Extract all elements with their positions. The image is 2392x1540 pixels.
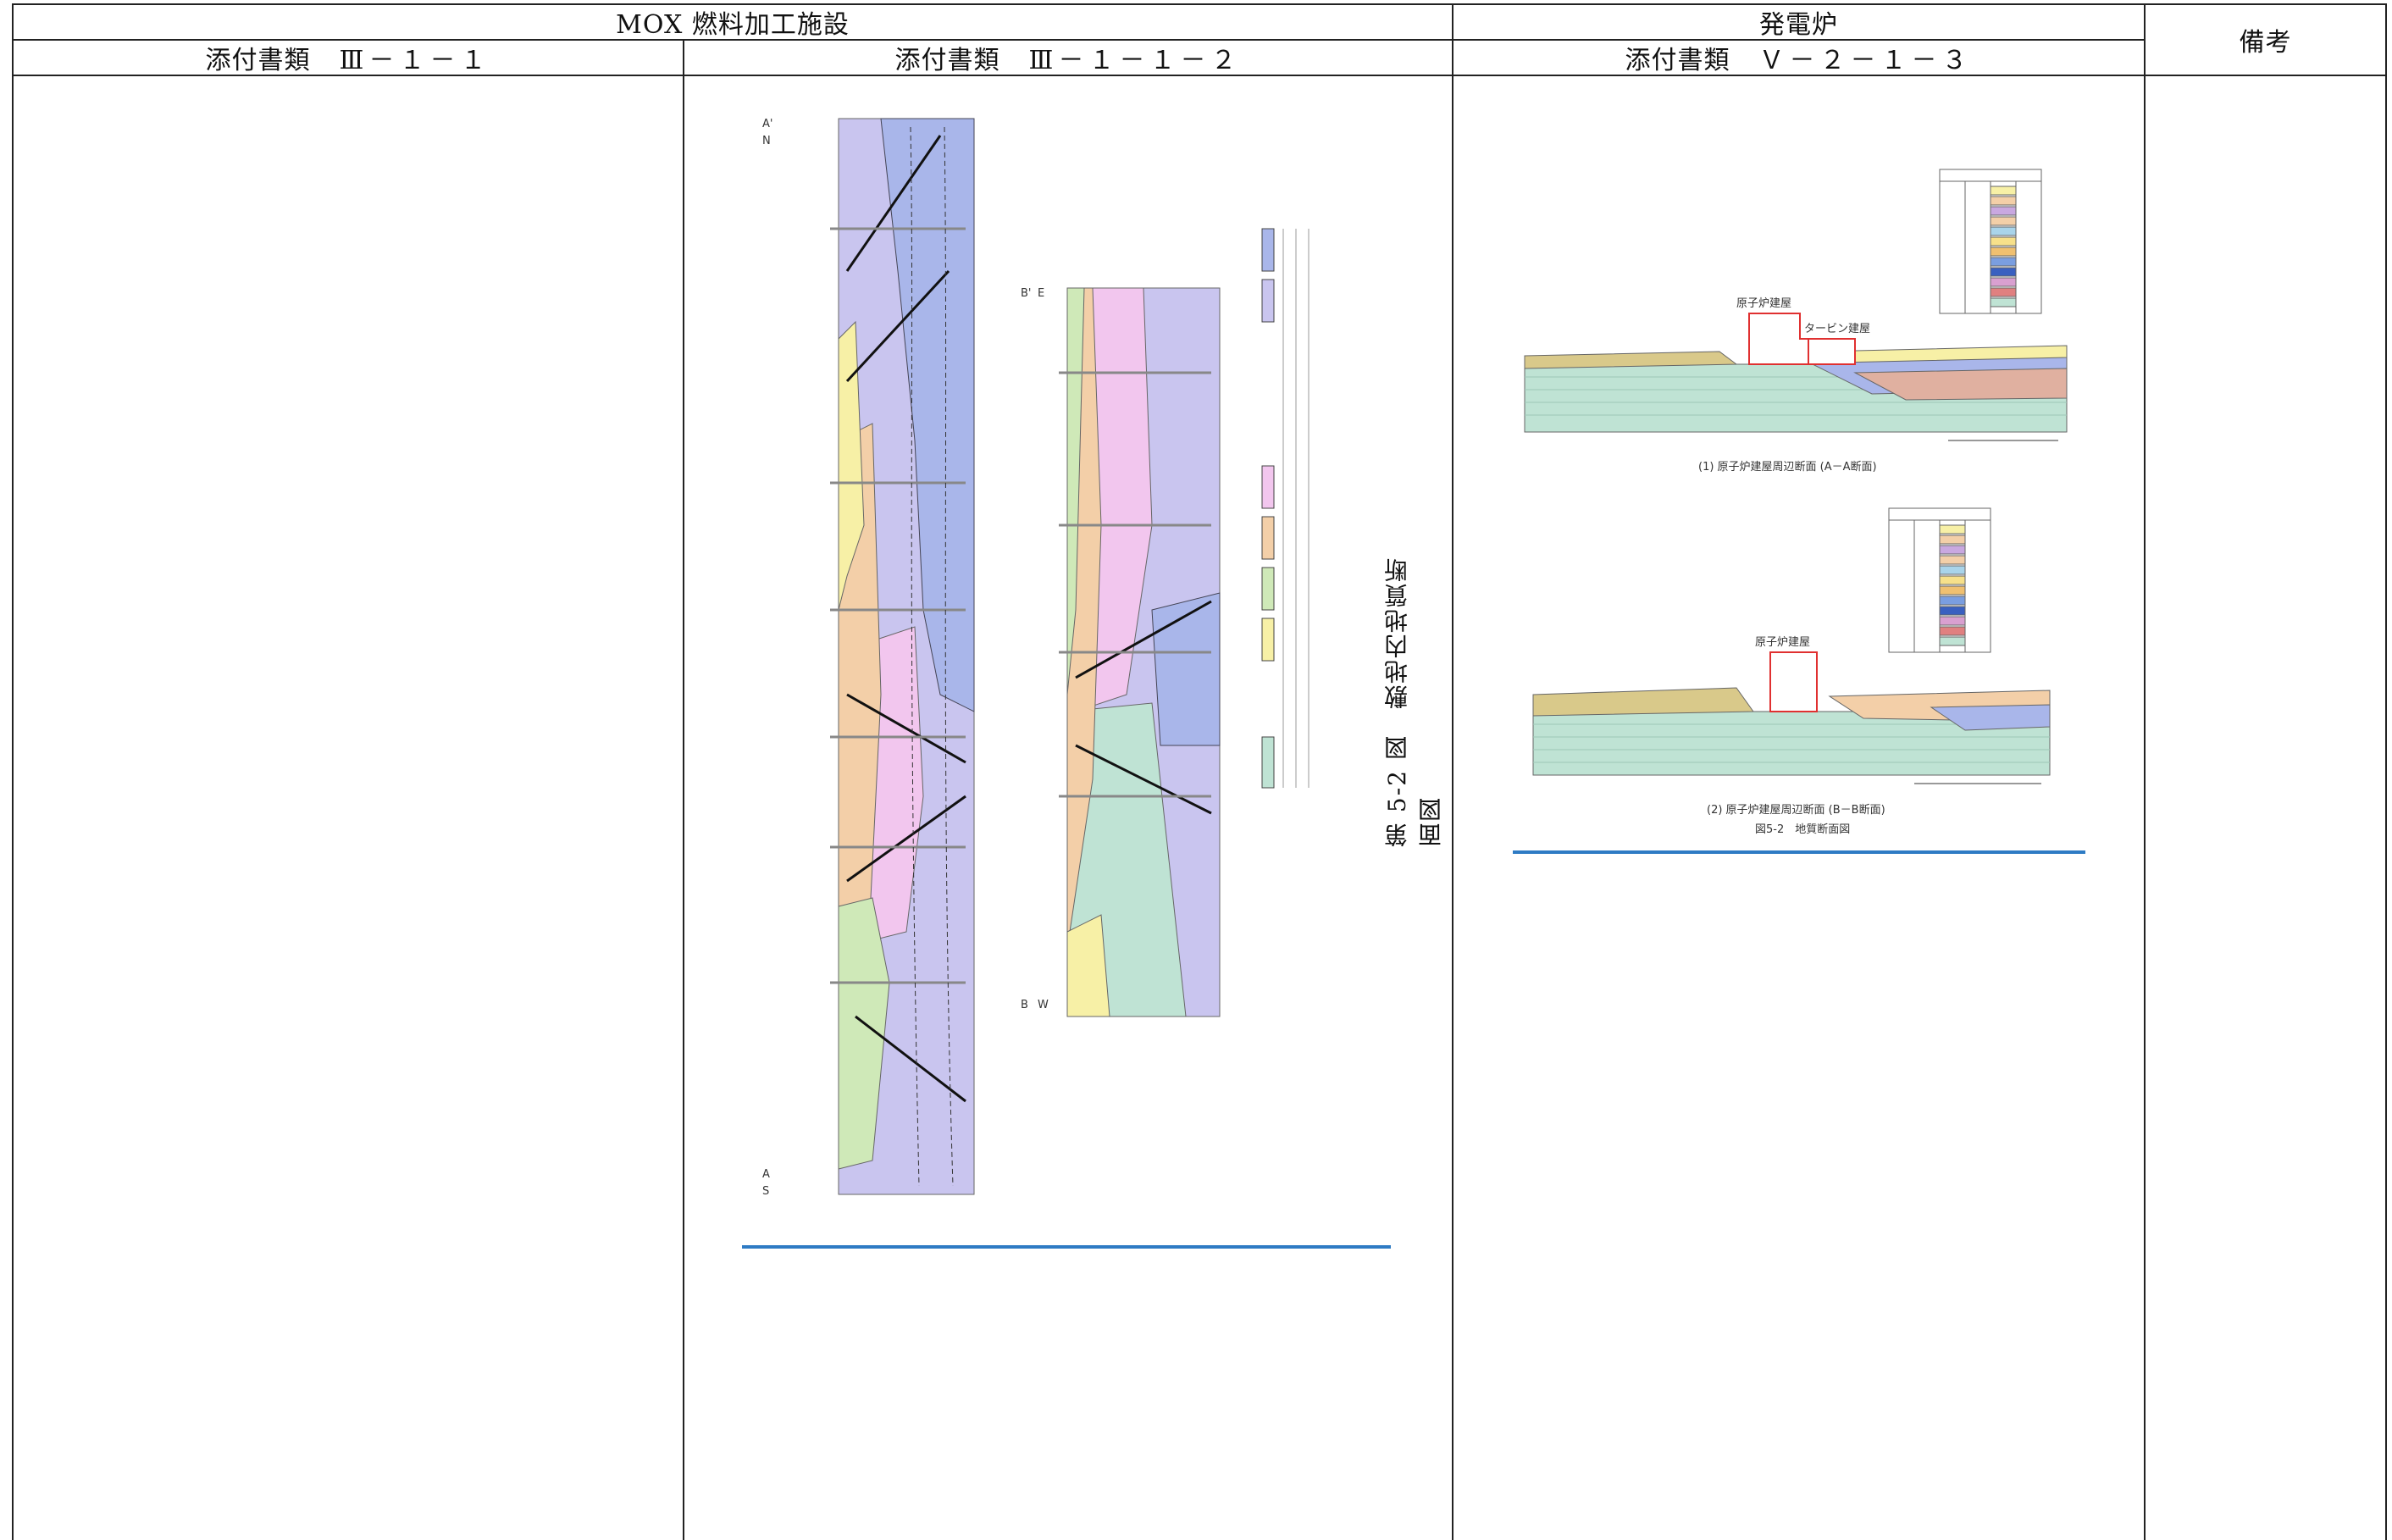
header-col2-code: Ⅲ－１－１－２ <box>1028 46 1242 75</box>
reactor-accent-line <box>1513 850 2085 854</box>
header-col3-label: 添付書類 <box>1625 46 1730 75</box>
surface-layer-b-blue <box>1930 704 2051 731</box>
reactor-section-aa: 原子炉建屋 タービン建屋 <box>1524 169 2068 441</box>
table-left-border <box>12 3 14 1540</box>
col-divider-1 <box>683 39 684 1540</box>
reactor-figure-title: 図5-2 地質断面図 <box>1755 823 1851 836</box>
header-col2-label: 添付書類 <box>894 46 1000 75</box>
mox-cross-section-a: A' N A S <box>762 118 975 1198</box>
mox-accent-line <box>742 1245 1391 1249</box>
col-divider-2 <box>1452 3 1453 1540</box>
surface-layer-left <box>1524 351 1738 369</box>
col-divider-3 <box>2144 3 2146 1540</box>
reactor-section-bb: 原子炉建屋 <box>1532 507 2051 784</box>
reactor-caption-1: (1) 原子炉建屋周辺断面 (A－A断面) <box>1698 461 1877 474</box>
stratum-b-green <box>1066 287 1085 695</box>
header-col1-code: Ⅲ－１－１ <box>339 46 491 75</box>
section-b-end-label: B' <box>1021 287 1032 300</box>
turbine-building-outline <box>1808 338 1856 365</box>
header-col3: 添付書類 Ｖ－２－１－３ <box>1453 41 2144 75</box>
stratum-b-blue <box>1151 592 1221 746</box>
header-col2: 添付書類 Ⅲ－１－１－２ <box>684 41 1452 75</box>
header-mox-facility-label: MOX 燃料加工施設 <box>616 10 850 40</box>
turbine-building-label: タービン建屋 <box>1804 323 1870 335</box>
header-remarks-label: 備考 <box>2239 28 2292 58</box>
section-a-end-label: A' <box>762 118 772 130</box>
reactor-caption-2: (2) 原子炉建屋周辺断面 (B－B断面) <box>1707 804 1885 817</box>
header-col1-label: 添付書類 <box>205 46 311 75</box>
reactor-building-label: 原子炉建屋 <box>1736 297 1791 310</box>
section-a-start-label: A <box>762 1168 770 1181</box>
table-top-border <box>12 3 2387 5</box>
header-power-reactor: 発電炉 <box>1453 5 2144 40</box>
table-right-border <box>2385 3 2387 1540</box>
stratum-yellow <box>838 320 865 611</box>
stratum-blue <box>880 118 975 712</box>
reactor-building-b-label: 原子炉建屋 <box>1755 636 1810 649</box>
dir-w-label: W <box>1038 999 1049 1011</box>
dir-n-label: N <box>762 135 771 147</box>
mox-figure-title: 第 5-2 図 敷地内地質断面図 <box>1383 557 1445 847</box>
surface-layer-b-left <box>1532 687 1754 717</box>
header-divider-2 <box>12 75 2387 76</box>
header-col3-code: Ｖ－２－１－３ <box>1758 46 1973 75</box>
reactor-building-b-outline <box>1769 651 1818 712</box>
surface-layer-right-2 <box>1853 368 2068 401</box>
dir-e-label: E <box>1038 287 1044 300</box>
stratum-b-yellow <box>1066 914 1110 1017</box>
header-mox-facility: MOX 燃料加工施設 <box>14 5 1452 40</box>
header-remarks: 備考 <box>2146 5 2385 75</box>
reactor-building-outline <box>1748 313 1809 365</box>
stratum-green <box>838 897 890 1170</box>
section-b-start-label: B <box>1021 999 1028 1011</box>
mox-cross-section-b: B' E B W <box>1021 287 1221 1017</box>
mox-legend <box>1261 228 1310 789</box>
header-power-reactor-label: 発電炉 <box>1759 10 1838 40</box>
header-divider-1 <box>12 39 2145 41</box>
header-col1: 添付書類 Ⅲ－１－１ <box>14 41 683 75</box>
dir-s-label: S <box>762 1185 769 1198</box>
